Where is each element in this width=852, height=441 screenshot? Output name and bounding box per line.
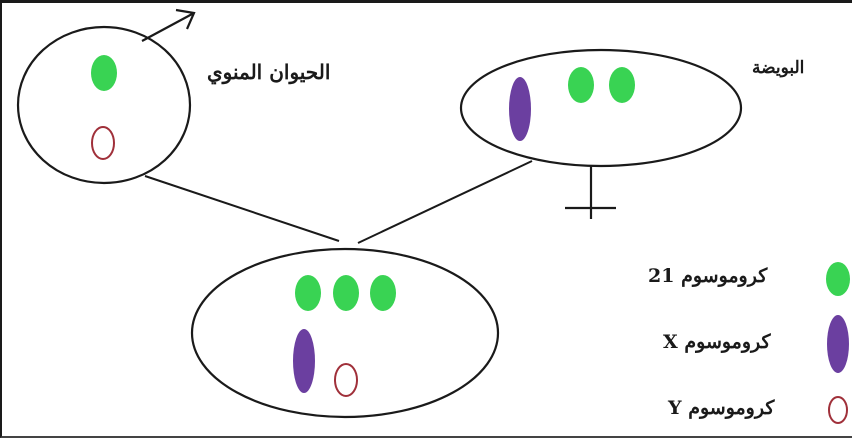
sperm-label: الحيوان المنوي (207, 60, 331, 84)
egg-chromosome-21-b (609, 67, 635, 103)
legend (826, 262, 850, 424)
zygote-chromosome-y (334, 363, 358, 397)
legend-chromosome-21-icon (826, 262, 850, 296)
zygote-chromosome-21-a (295, 275, 321, 311)
egg-cell (459, 48, 743, 219)
zygote-cell-outline (190, 247, 500, 419)
sperm-to-zygote-line (144, 175, 340, 242)
zygote-chromosome-x (293, 329, 315, 393)
zygote-chromosome-21-b (333, 275, 359, 311)
legend-chromosome-x-icon (827, 315, 849, 373)
zygote-chromosome-21-c (370, 275, 396, 311)
egg-chromosome-21-a (568, 67, 594, 103)
female-symbol-icon (565, 166, 616, 219)
zygote-cell (190, 247, 500, 419)
legend-chromosome-y-label: كروموسوم Y (668, 397, 775, 419)
egg-cell-outline (459, 48, 743, 168)
sperm-chromosome-y (91, 126, 115, 160)
sperm-cell (16, 8, 196, 185)
egg-chromosome-x (509, 77, 531, 141)
sperm-cell-outline (16, 25, 192, 185)
fertilization-diagram (16, 8, 850, 424)
legend-chromosome-y-icon (828, 396, 848, 424)
sperm-chromosome-21 (91, 55, 117, 91)
legend-chromosome-21-label: كروموسوم 21 (648, 265, 768, 287)
male-symbol-icon (141, 8, 196, 42)
legend-chromosome-x-label: كروموسوم X (663, 331, 771, 353)
egg-to-zygote-line (357, 160, 533, 244)
egg-label: البويضة (752, 58, 805, 78)
